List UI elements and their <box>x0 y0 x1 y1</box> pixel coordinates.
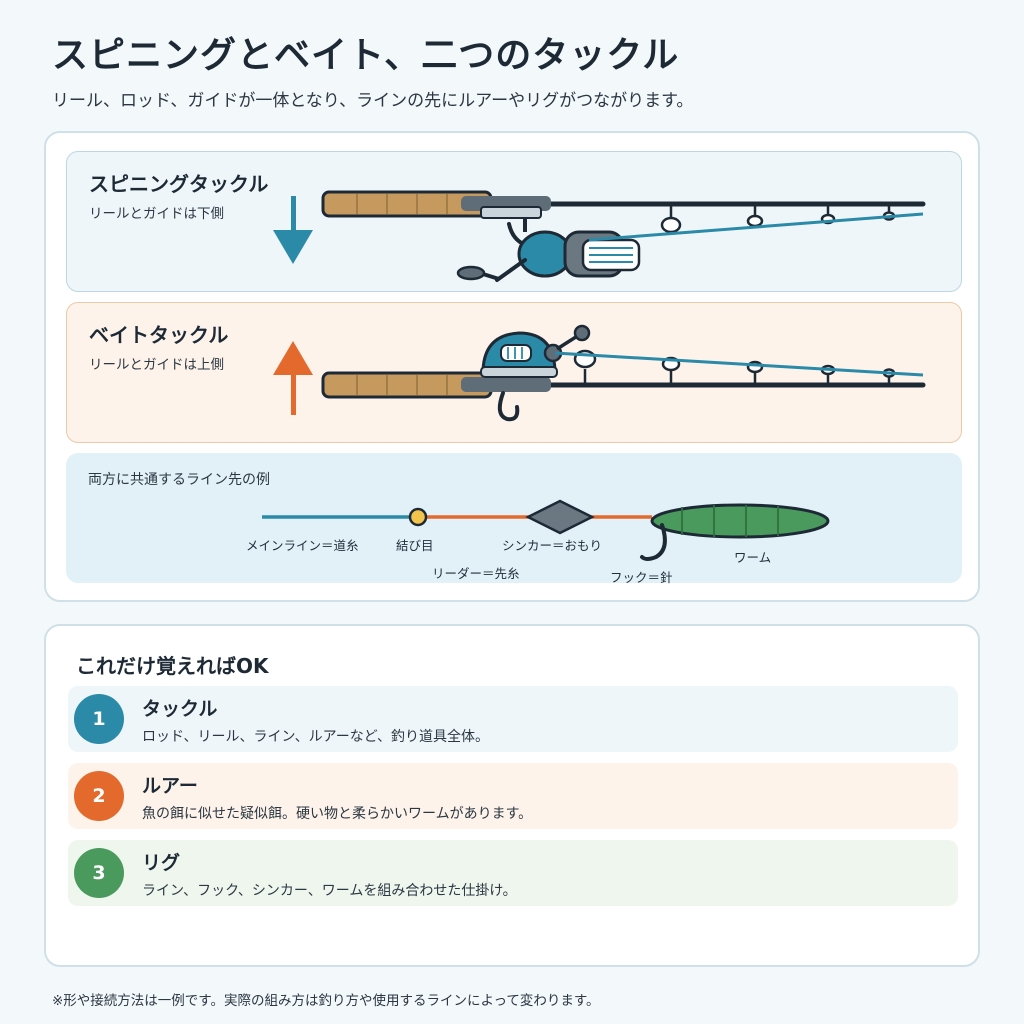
summary-title: これだけ覚えればOK <box>76 654 269 678</box>
worm-label: ワーム <box>734 550 772 565</box>
baitcasting-illustration <box>273 324 926 422</box>
knot-label: 結び目 <box>396 538 434 553</box>
line-rig-panel: 両方に共通するライン先の例 メインライン＝道糸 結び目 リーダー＝先糸 シンカー… <box>66 453 962 585</box>
baitcasting-panel: ベイトタックル リールとガイドは上側 <box>66 302 962 443</box>
up-arrow-icon <box>273 341 313 415</box>
baitcasting-reel <box>480 324 591 422</box>
sinker-label: シンカー＝おもり <box>502 538 603 553</box>
baitcasting-rod <box>321 371 926 399</box>
baitcasting-desc: リールとガイドは上側 <box>89 357 224 373</box>
number-badge: 1 <box>74 694 124 744</box>
summary-item-desc: ライン、フック、シンカー、ワームを組み合わせた仕掛け。 <box>142 883 517 899</box>
spinning-rod <box>321 190 926 219</box>
number-badge: 3 <box>74 848 124 898</box>
spinning-illustration <box>273 190 926 282</box>
line-rig-title: 両方に共通するライン先の例 <box>88 472 270 488</box>
hook-label: フック＝針 <box>610 570 673 585</box>
spinning-reel <box>456 218 641 282</box>
main-line-label: メインライン＝道糸 <box>246 538 359 553</box>
summary-item-desc: ロッド、リール、ライン、ルアーなど、釣り道具全体。 <box>142 729 490 745</box>
sinker-icon <box>525 499 595 535</box>
worm-icon <box>650 503 830 539</box>
baitcasting-title: ベイトタックル <box>89 323 229 347</box>
summary-item-tackle: 1 タックル ロッド、リール、ライン、ルアーなど、釣り道具全体。 <box>68 686 958 752</box>
spinning-desc: リールとガイドは下側 <box>89 206 224 222</box>
knot-icon <box>408 507 428 527</box>
summary-item-heading: リグ <box>142 852 181 874</box>
line-rig-illustration <box>262 499 830 561</box>
tackle-card: スピニングタックル リールとガイドは下側 <box>44 131 980 602</box>
page-title: スピニングとベイト、二つのタックル <box>52 35 680 76</box>
spinning-line <box>588 212 924 242</box>
spinning-title: スピニングタックル <box>89 172 269 196</box>
summary-item-desc: 魚の餌に似せた疑似餌。硬い物と柔らかいワームがあります。 <box>142 806 533 822</box>
down-arrow-icon <box>273 196 313 264</box>
summary-item-lure: 2 ルアー 魚の餌に似せた疑似餌。硬い物と柔らかいワームがあります。 <box>68 763 958 829</box>
summary-item-heading: タックル <box>142 698 218 720</box>
leader-label: リーダー＝先糸 <box>432 566 520 581</box>
summary-item-heading: ルアー <box>142 775 198 797</box>
hook-icon <box>640 523 667 561</box>
footnote: ※形や接続方法は一例です。実際の組み方は釣り方や使用するラインによって変わります… <box>52 993 600 1009</box>
summary-card: これだけ覚えればOK 1 タックル ロッド、リール、ライン、ルアーなど、釣り道具… <box>44 624 980 967</box>
baitcasting-line <box>554 351 924 377</box>
page-subtitle: リール、ロッド、ガイドが一体となり、ラインの先にルアーやリグがつながります。 <box>52 91 694 111</box>
number-badge: 2 <box>74 771 124 821</box>
summary-item-rig: 3 リグ ライン、フック、シンカー、ワームを組み合わせた仕掛け。 <box>68 840 958 906</box>
spinning-panel: スピニングタックル リールとガイドは下側 <box>66 151 962 292</box>
